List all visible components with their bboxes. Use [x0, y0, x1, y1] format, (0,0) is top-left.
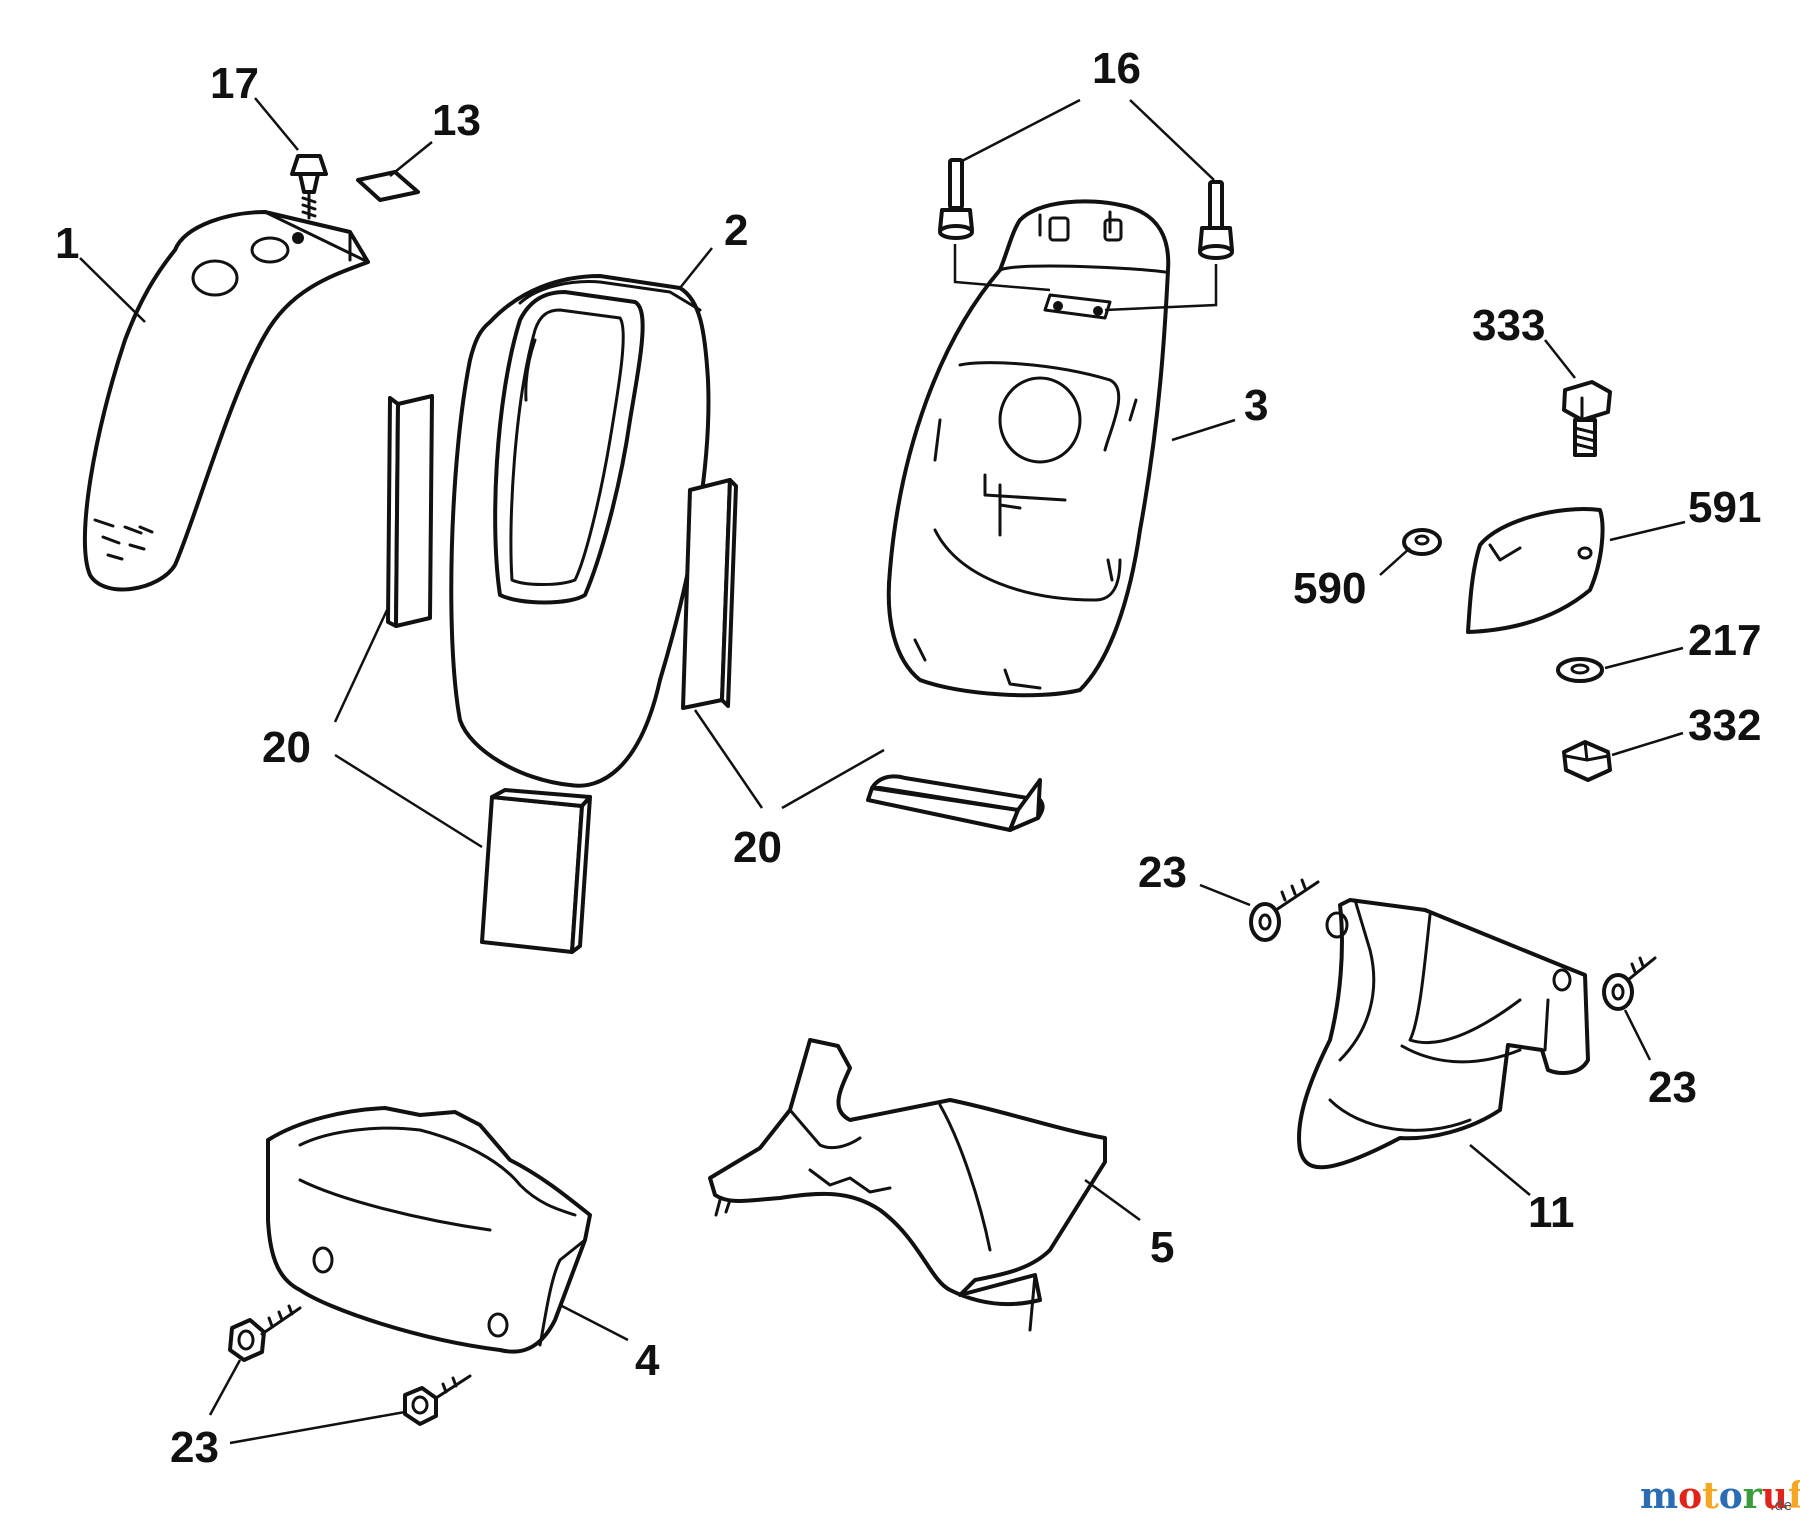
- label-part-23-upper: 23: [1138, 848, 1187, 897]
- label-part-590: 590: [1293, 564, 1366, 613]
- label-part-13: 13: [432, 96, 481, 145]
- label-part-16: 16: [1092, 44, 1141, 93]
- part-labels: 17 13 1 2 16 3 333 591 590 217 332 20 20…: [55, 44, 1761, 1472]
- watermark-logo: motoruf .de: [1640, 1475, 1800, 1517]
- label-part-20-right: 20: [733, 823, 782, 872]
- part-20-pad-right: [681, 478, 738, 710]
- label-part-217: 217: [1688, 616, 1761, 665]
- part-591-plate: [1466, 507, 1605, 634]
- part-332-nut: [1562, 740, 1612, 782]
- label-part-4: 4: [635, 1336, 660, 1385]
- watermark-tld: .de: [1770, 1498, 1792, 1514]
- label-part-20-left: 20: [262, 723, 311, 772]
- part-590-washer: [1402, 528, 1442, 556]
- label-part-23-right: 23: [1648, 1063, 1697, 1112]
- label-part-17: 17: [210, 59, 259, 108]
- part-13-sticker: [356, 170, 420, 202]
- part-4-front-cover: [266, 1106, 592, 1354]
- part-20-pad-bottom-left: [480, 788, 592, 954]
- part-23-screw-upper: [1249, 878, 1320, 942]
- label-part-1: 1: [55, 219, 79, 268]
- part-23-screw-right: [1602, 956, 1657, 1011]
- part-23-screw-lower-2: [403, 1374, 472, 1426]
- part-1-handle-cover: [82, 210, 370, 592]
- watermark-brand: motoruf: [1640, 1475, 1800, 1517]
- label-part-23-lower: 23: [170, 1423, 219, 1472]
- part-20-pad-left: [386, 394, 434, 628]
- label-part-3: 3: [1244, 381, 1268, 430]
- part-333-bolt: [1562, 380, 1612, 457]
- label-part-11: 11: [1528, 1188, 1575, 1237]
- label-part-333: 333: [1472, 301, 1545, 350]
- leader-lines: [79, 97, 1686, 1445]
- label-part-2: 2: [724, 206, 748, 255]
- part-11-bracket: [1297, 898, 1590, 1170]
- part-20-pad-bottom-right: [866, 774, 1045, 832]
- part-23-screw-lower-1: [228, 1304, 302, 1362]
- part-16-leaders: [953, 244, 1218, 312]
- part-16-screw-left: [938, 158, 974, 240]
- part-2-hood: [449, 274, 711, 788]
- part-16-screw-right: [1198, 180, 1234, 260]
- label-part-591: 591: [1688, 483, 1761, 532]
- part-3-rear-cover: [886, 199, 1171, 698]
- label-part-332: 332: [1688, 701, 1761, 750]
- part-217-washer: [1556, 657, 1604, 683]
- part-17-screw: [290, 154, 328, 220]
- label-part-5: 5: [1150, 1223, 1174, 1272]
- part-5-bracket: [708, 1038, 1107, 1332]
